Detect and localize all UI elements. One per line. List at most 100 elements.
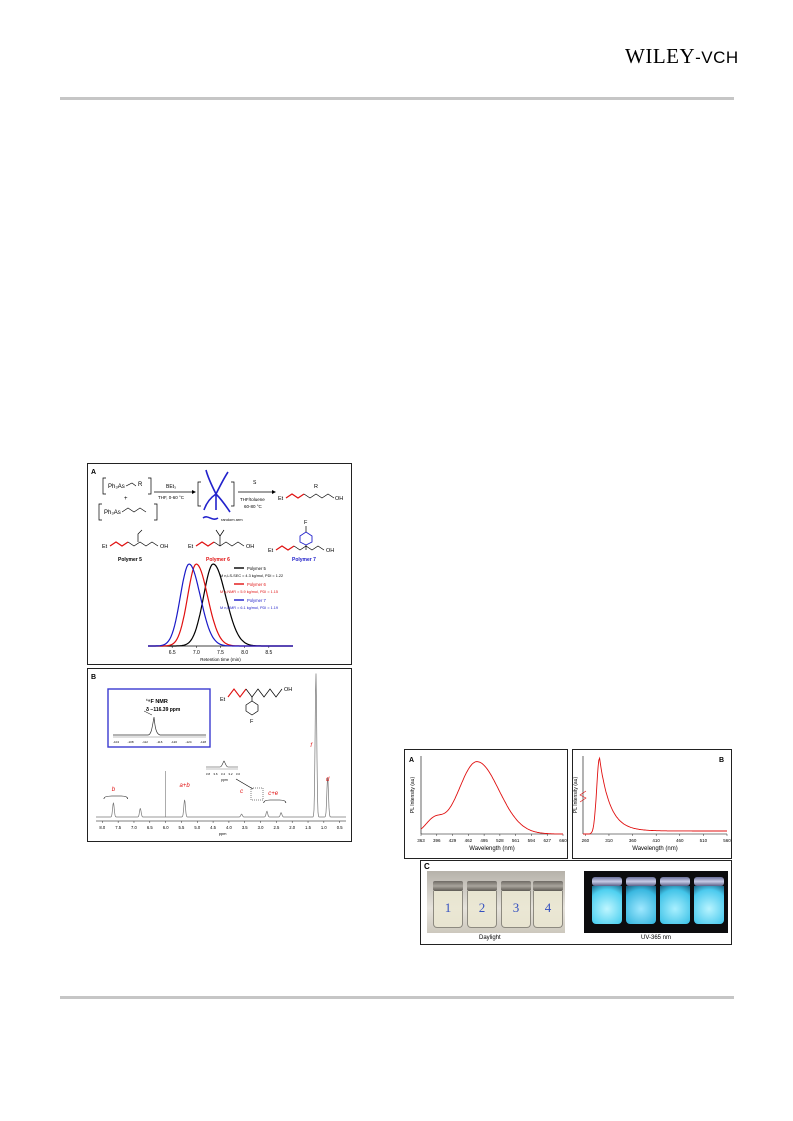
pl-b-x-tick-label: 310	[605, 838, 613, 843]
figure-right-panel-c: C 1 2 3 4 Daylight	[420, 860, 732, 945]
pl-a-x-tick-label: 462	[465, 838, 473, 843]
pl-b-y-axis-label: PL Intensity (au)	[573, 777, 579, 814]
nmr-x-tick-label: 5.0	[194, 825, 200, 830]
legend-polymer5: Polymer 5	[247, 566, 267, 571]
panel-a-svg: A Ph₃As R + Ph₃As BEt₃ THF, 0-60 °C rand…	[91, 469, 343, 662]
pl-b-x-tick-label: 510	[700, 838, 708, 843]
svg-text:OH: OH	[335, 496, 343, 502]
polymer5-structure: Et OH Polymer 5	[102, 529, 168, 563]
figure-left-panel-a: A Ph₃As R + Ph₃As BEt₃ THF, 0-60 °C rand…	[87, 463, 352, 665]
inset-ticks: -104-108-112-116-120-124-128	[113, 740, 206, 744]
pl-b-x-tick-label: 410	[652, 838, 660, 843]
inset-tick-label: -124	[185, 740, 191, 744]
star-polymer-icon: random arm	[197, 469, 243, 522]
nmr-peak-label-b: b	[112, 787, 116, 793]
panel-b-structure: Et F OH	[220, 687, 292, 725]
inset-spectrum	[113, 716, 206, 736]
footer-rule	[60, 996, 734, 999]
svg-text:F: F	[250, 719, 254, 725]
pl-a-x-tick-label: 528	[496, 838, 504, 843]
legend-random-arm: random arm	[221, 517, 243, 522]
inset-tick-label: -116	[157, 740, 163, 744]
vial-uv-1	[592, 877, 622, 925]
reaction1-bottom: THF, 0-60 °C	[158, 495, 185, 500]
legend-polymer6: Polymer 6	[247, 582, 267, 587]
svg-text:Et: Et	[278, 496, 284, 502]
sec-x-tick-label: 7.0	[193, 650, 200, 656]
vial-daylight-2: 2	[467, 881, 497, 929]
zoom-label: ppm	[221, 778, 228, 782]
svg-text:F: F	[304, 520, 308, 526]
inset-title: ¹⁹F NMR	[146, 698, 168, 705]
nmr-x-tick-label: 7.5	[115, 825, 121, 830]
pl-a-x-tick-label: 561	[512, 838, 520, 843]
inset-tick-label: -108	[127, 740, 133, 744]
panel-c-label: C	[424, 862, 430, 871]
vial-daylight-3: 3	[501, 881, 531, 929]
nmr-x-tick-label: 4.5	[210, 825, 216, 830]
nmr-x-axis-label: ppm	[219, 831, 227, 836]
pl-a-x-tick-label: 594	[528, 838, 536, 843]
nmr-peak-label-f: f	[310, 743, 313, 749]
nmr-peak-label-c: c	[240, 789, 243, 795]
sec-x-axis-label: Retention time (min)	[200, 657, 241, 662]
pl-a-x-tick-label: 429	[449, 838, 457, 843]
legend-polymer7: Polymer 7	[247, 598, 267, 603]
svg-text:Et: Et	[220, 697, 226, 703]
pl-b-x-tick-label: 460	[676, 838, 684, 843]
reaction2-temp: 60-80 °C	[244, 504, 263, 509]
pl-a-series	[420, 761, 563, 835]
panel-b-label: B	[91, 674, 96, 681]
pl-b-axis-break	[579, 790, 587, 803]
sec-x-tick-label: 7.5	[217, 650, 224, 656]
svg-text:Et: Et	[268, 548, 274, 554]
legend-polymer6-note: M n,NMR = 5.9 kg/mol, PDI = 1.15	[220, 590, 278, 594]
reaction1-top: BEt₃	[166, 484, 176, 490]
sec-series-7	[148, 563, 293, 647]
pl-b-x-tick-label: 560	[723, 838, 731, 843]
sec-x-tick-label: 8.0	[241, 650, 248, 656]
pl-a-x-axis-label: Wavelength (nm)	[469, 846, 514, 852]
daylight-label: Daylight	[479, 935, 501, 941]
pl-b-label: B	[719, 757, 724, 764]
nmr-peak-label-d: d	[326, 777, 330, 783]
uv-photo	[584, 871, 728, 933]
zoom-tick-label: 3.0	[236, 772, 241, 776]
nmr-x-tick-label: 7.0	[131, 825, 137, 830]
vial-daylight-4: 4	[533, 881, 563, 929]
svg-text:OH: OH	[160, 544, 168, 550]
svg-text:R: R	[314, 484, 318, 490]
nmr-brace-ce	[263, 799, 287, 804]
svg-text:OH: OH	[284, 687, 292, 693]
nmr-x-tick-label: 0.5	[337, 825, 343, 830]
zoom-tick-label: 3.2	[228, 772, 233, 776]
f19-nmr-inset: ¹⁹F NMR δ −116.39 ppm -104-108-112-116-1…	[107, 688, 211, 748]
figure-left-panel-b: B ¹⁹F NMR δ −116.39 ppm -104-108-112-116…	[87, 668, 352, 842]
reaction2-top: S	[253, 480, 257, 486]
zoom-arrow	[235, 778, 254, 790]
nmr-x-tick-label: 5.5	[179, 825, 185, 830]
pl-a-y-axis-label: PL Intensity (au)	[410, 777, 416, 814]
vial-uv-2	[626, 877, 656, 925]
legend-polymer5-note: M n,LS-SEC = 4.3 kg/mol, PDI = 1.22	[220, 574, 283, 578]
sec-legend: Polymer 5 M n,LS-SEC = 4.3 kg/mol, PDI =…	[220, 566, 283, 610]
panel-a-label: A	[91, 469, 96, 476]
inset-tick-label: -128	[200, 740, 206, 744]
polymer7-structure: Et F OH Polymer 7	[268, 520, 334, 563]
nmr-x-tick-label: 8.0	[99, 825, 105, 830]
zoom-tick-label: 3.8	[206, 772, 211, 776]
panel-b-svg: B ¹⁹F NMR δ −116.39 ppm -104-108-112-116…	[91, 673, 346, 836]
pl-b-x-tick-label: 260	[582, 838, 590, 843]
nmr-x-tick-label: 1.5	[305, 825, 311, 830]
nmr-x-tick-label: 2.0	[289, 825, 295, 830]
svg-text:OH: OH	[246, 544, 254, 550]
pl-b-x-axis-label: Wavelength (nm)	[632, 846, 677, 852]
nmr-x-tick-label: 3.5	[242, 825, 248, 830]
